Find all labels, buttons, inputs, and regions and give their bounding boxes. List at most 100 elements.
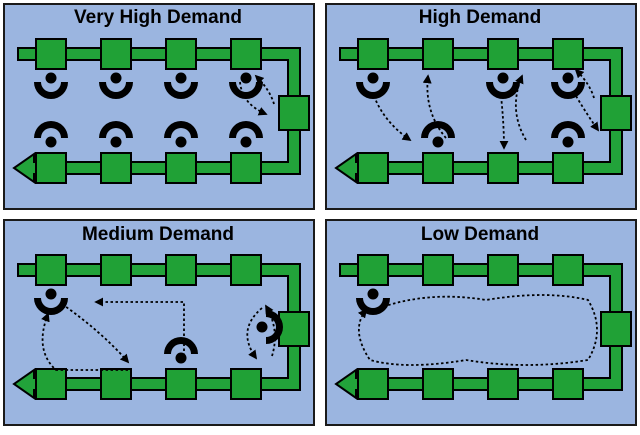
worker-ring xyxy=(164,337,198,354)
station-top-2 xyxy=(422,254,454,286)
movement-path xyxy=(514,74,527,141)
worker xyxy=(356,72,390,99)
worker xyxy=(164,121,198,148)
panel-title-medium: Medium Demand xyxy=(81,224,235,245)
worker-ring xyxy=(229,82,263,99)
station-right xyxy=(278,95,310,131)
worker-head xyxy=(256,321,268,333)
station-top-1 xyxy=(357,38,389,70)
station-top-4 xyxy=(552,38,584,70)
station-top-4 xyxy=(552,254,584,286)
station-top-1 xyxy=(35,38,67,70)
movement-path xyxy=(41,312,129,371)
worker-head xyxy=(175,72,187,84)
worker xyxy=(164,72,198,99)
station-bottom-1 xyxy=(35,152,67,184)
panel-title-very-high: Very High Demand xyxy=(74,7,242,28)
panel-title-high: High Demand xyxy=(418,7,542,28)
station-bottom-4 xyxy=(552,368,584,400)
station-top-3 xyxy=(165,254,197,286)
worker-head xyxy=(562,72,574,84)
worker xyxy=(551,121,585,148)
worker xyxy=(229,121,263,148)
worker-ring xyxy=(229,121,263,138)
station-bottom-2 xyxy=(100,152,132,184)
worker xyxy=(34,121,68,148)
worker-ring xyxy=(551,121,585,138)
panel-0 xyxy=(3,3,315,210)
worker xyxy=(256,310,283,344)
station-top-4 xyxy=(230,254,262,286)
panel-1 xyxy=(325,3,637,210)
worker-head xyxy=(240,72,252,84)
movement-path xyxy=(239,81,268,116)
station-right xyxy=(600,95,632,131)
worker-head xyxy=(240,136,252,148)
worker-ring xyxy=(99,82,133,99)
worker-ring xyxy=(266,310,283,344)
worker-head xyxy=(45,72,57,84)
station-bottom-4 xyxy=(230,152,262,184)
worker xyxy=(421,121,455,148)
station-top-2 xyxy=(100,38,132,70)
worker-head xyxy=(497,72,509,84)
station-right xyxy=(600,311,632,347)
worker-ring xyxy=(164,82,198,99)
worker xyxy=(99,72,133,99)
station-bottom-1 xyxy=(357,152,389,184)
station-top-1 xyxy=(35,254,67,286)
movement-path xyxy=(574,68,595,99)
movement-path xyxy=(499,95,509,150)
station-bottom-4 xyxy=(230,368,262,400)
worker-head xyxy=(110,136,122,148)
worker-ring xyxy=(551,82,585,99)
station-top-4 xyxy=(230,38,262,70)
worker-ring xyxy=(164,121,198,138)
station-right xyxy=(278,311,310,347)
station-bottom-2 xyxy=(100,368,132,400)
worker-ring xyxy=(34,121,68,138)
movement-path xyxy=(575,95,600,132)
worker-ring xyxy=(421,121,455,138)
worker-head xyxy=(562,136,574,148)
movement-path xyxy=(265,304,276,357)
station-bottom-3 xyxy=(487,152,519,184)
panel-3 xyxy=(325,219,637,426)
worker xyxy=(229,72,263,99)
station-bottom-4 xyxy=(552,152,584,184)
worker-head xyxy=(45,136,57,148)
station-bottom-3 xyxy=(165,368,197,400)
worker-head xyxy=(45,288,57,300)
station-top-3 xyxy=(165,38,197,70)
worker-head xyxy=(367,288,379,300)
movement-path xyxy=(422,74,447,139)
station-bottom-3 xyxy=(487,368,519,400)
station-bottom-1 xyxy=(357,368,389,400)
movement-path xyxy=(254,74,275,105)
worker-ring xyxy=(486,82,520,99)
station-top-3 xyxy=(487,254,519,286)
worker-ring xyxy=(34,82,68,99)
worker xyxy=(486,72,520,99)
station-top-2 xyxy=(422,38,454,70)
station-bottom-1 xyxy=(35,368,67,400)
movement-path xyxy=(61,303,130,364)
station-bottom-2 xyxy=(422,368,454,400)
station-top-1 xyxy=(357,254,389,286)
panel-2 xyxy=(3,219,315,426)
station-bottom-2 xyxy=(422,152,454,184)
movement-path xyxy=(246,307,263,360)
worker xyxy=(34,288,68,315)
worker-ring xyxy=(34,298,68,315)
worker-head xyxy=(432,136,444,148)
worker-ring xyxy=(99,121,133,138)
station-top-3 xyxy=(487,38,519,70)
station-top-2 xyxy=(100,254,132,286)
worker xyxy=(34,72,68,99)
station-bottom-3 xyxy=(165,152,197,184)
worker-head xyxy=(175,136,187,148)
worker xyxy=(551,72,585,99)
worker-head xyxy=(110,72,122,84)
